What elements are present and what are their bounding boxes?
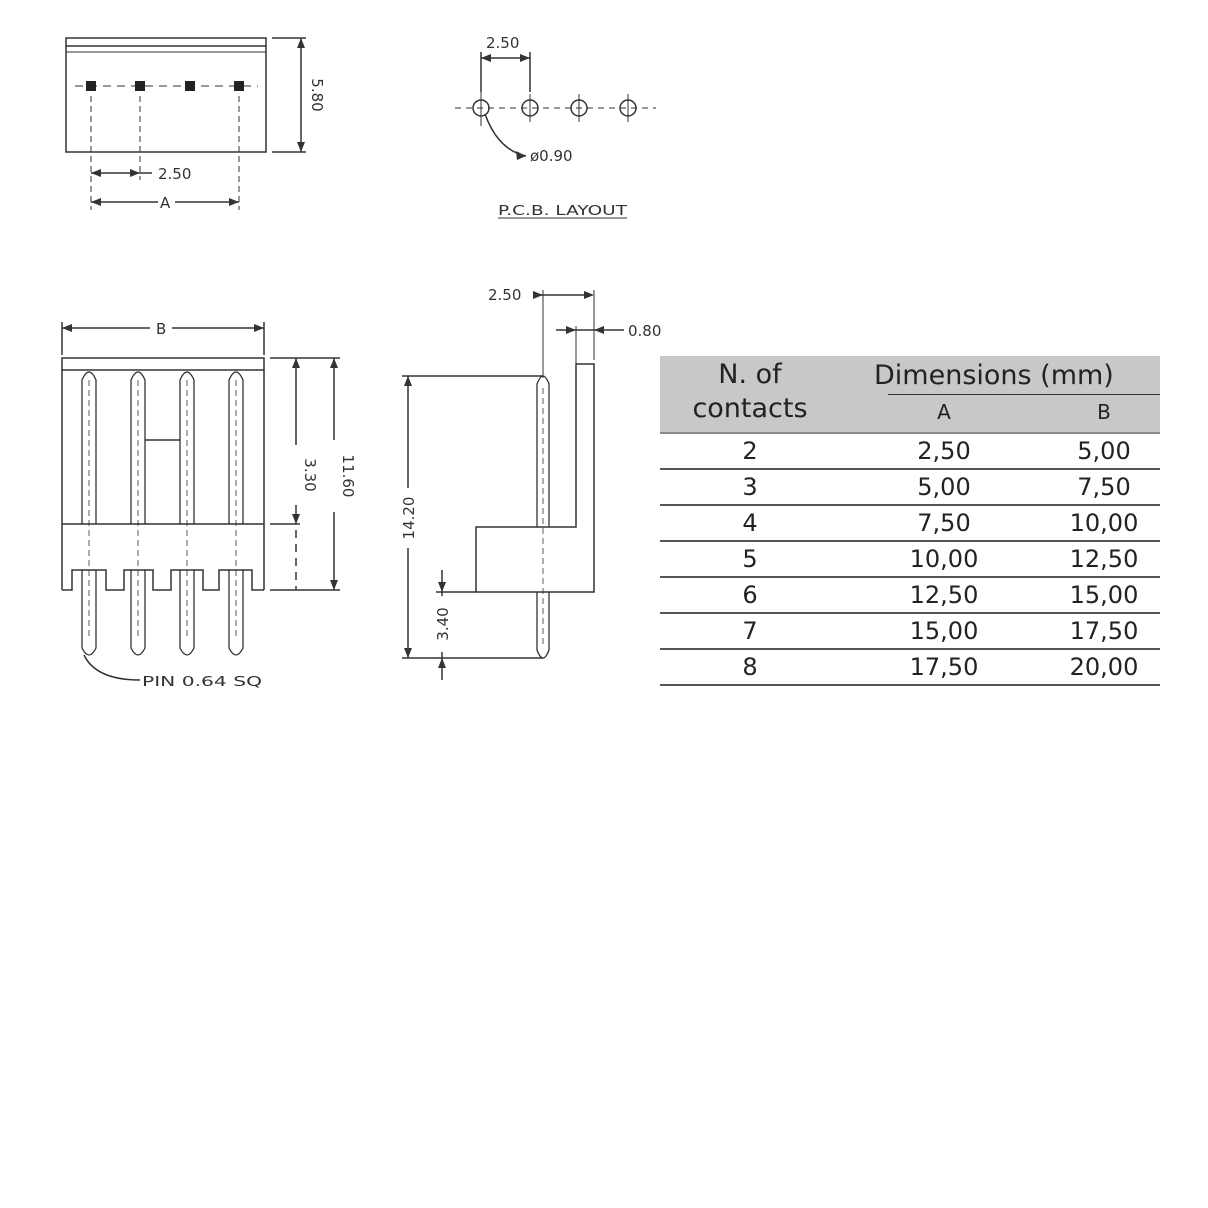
side-dim-340: 3.40 bbox=[434, 607, 452, 640]
pcb-layout bbox=[455, 52, 656, 219]
cell-b: 10,00 bbox=[1069, 509, 1139, 537]
front-dim-1160: 11.60 bbox=[339, 455, 357, 498]
header-contacts: N. of contacts bbox=[692, 359, 808, 424]
cell-a: 10,00 bbox=[909, 545, 979, 573]
pcb-layout-title: P.C.B. LAYOUT bbox=[498, 204, 627, 219]
header-b: B bbox=[1097, 400, 1111, 424]
cell-a: 5,00 bbox=[917, 473, 971, 501]
cell-a: 2,50 bbox=[917, 437, 971, 465]
cell-a: 7,50 bbox=[917, 509, 971, 537]
table-row: 6 12,50 15,00 bbox=[660, 578, 1160, 614]
cell-b: 20,00 bbox=[1069, 653, 1139, 681]
cell-contacts: 3 bbox=[742, 473, 758, 501]
cell-contacts: 6 bbox=[742, 581, 758, 609]
table-row: 2 2,50 5,00 bbox=[660, 434, 1160, 470]
cell-contacts: 4 bbox=[742, 509, 758, 537]
table-row: 8 17,50 20,00 bbox=[660, 650, 1160, 686]
table-row: 4 7,50 10,00 bbox=[660, 506, 1160, 542]
cell-b: 7,50 bbox=[1077, 473, 1131, 501]
side-dim-1420: 14.20 bbox=[400, 497, 418, 540]
cell-b: 15,00 bbox=[1069, 581, 1139, 609]
front-view bbox=[61, 322, 340, 681]
side-view bbox=[402, 290, 624, 680]
table-header: N. of contacts Dimensions (mm) A B bbox=[660, 356, 1160, 434]
top-dim-a: A bbox=[160, 194, 171, 212]
cell-contacts: 8 bbox=[742, 653, 758, 681]
cell-b: 12,50 bbox=[1069, 545, 1139, 573]
cell-a: 12,50 bbox=[909, 581, 979, 609]
cell-contacts: 5 bbox=[742, 545, 758, 573]
top-view bbox=[65, 37, 306, 210]
front-pin-note: PIN 0.64 SQ bbox=[142, 675, 262, 690]
table-row: 3 5,00 7,50 bbox=[660, 470, 1160, 506]
top-dim-pitch: 2.50 bbox=[158, 165, 191, 183]
pcb-dim-hole: ø0.90 bbox=[530, 147, 573, 165]
pcb-dim-pitch: 2.50 bbox=[486, 34, 519, 52]
side-dim-080: 0.80 bbox=[628, 322, 661, 340]
table-row: 7 15,00 17,50 bbox=[660, 614, 1160, 650]
front-dim-330: 3.30 bbox=[301, 458, 319, 491]
side-dim-pitch: 2.50 bbox=[488, 286, 521, 304]
dimensions-table: N. of contacts Dimensions (mm) A B 2 2,5… bbox=[660, 356, 1160, 686]
cell-a: 15,00 bbox=[909, 617, 979, 645]
header-a: A bbox=[937, 400, 951, 424]
top-dim-height: 5.80 bbox=[308, 78, 326, 111]
cell-contacts: 7 bbox=[742, 617, 758, 645]
table-row: 5 10,00 12,50 bbox=[660, 542, 1160, 578]
header-divider bbox=[888, 394, 1160, 395]
cell-a: 17,50 bbox=[909, 653, 979, 681]
header-dimensions: Dimensions (mm) bbox=[874, 360, 1114, 391]
cell-b: 17,50 bbox=[1069, 617, 1139, 645]
cell-b: 5,00 bbox=[1077, 437, 1131, 465]
front-dim-b: B bbox=[156, 320, 166, 338]
cell-contacts: 2 bbox=[742, 437, 758, 465]
